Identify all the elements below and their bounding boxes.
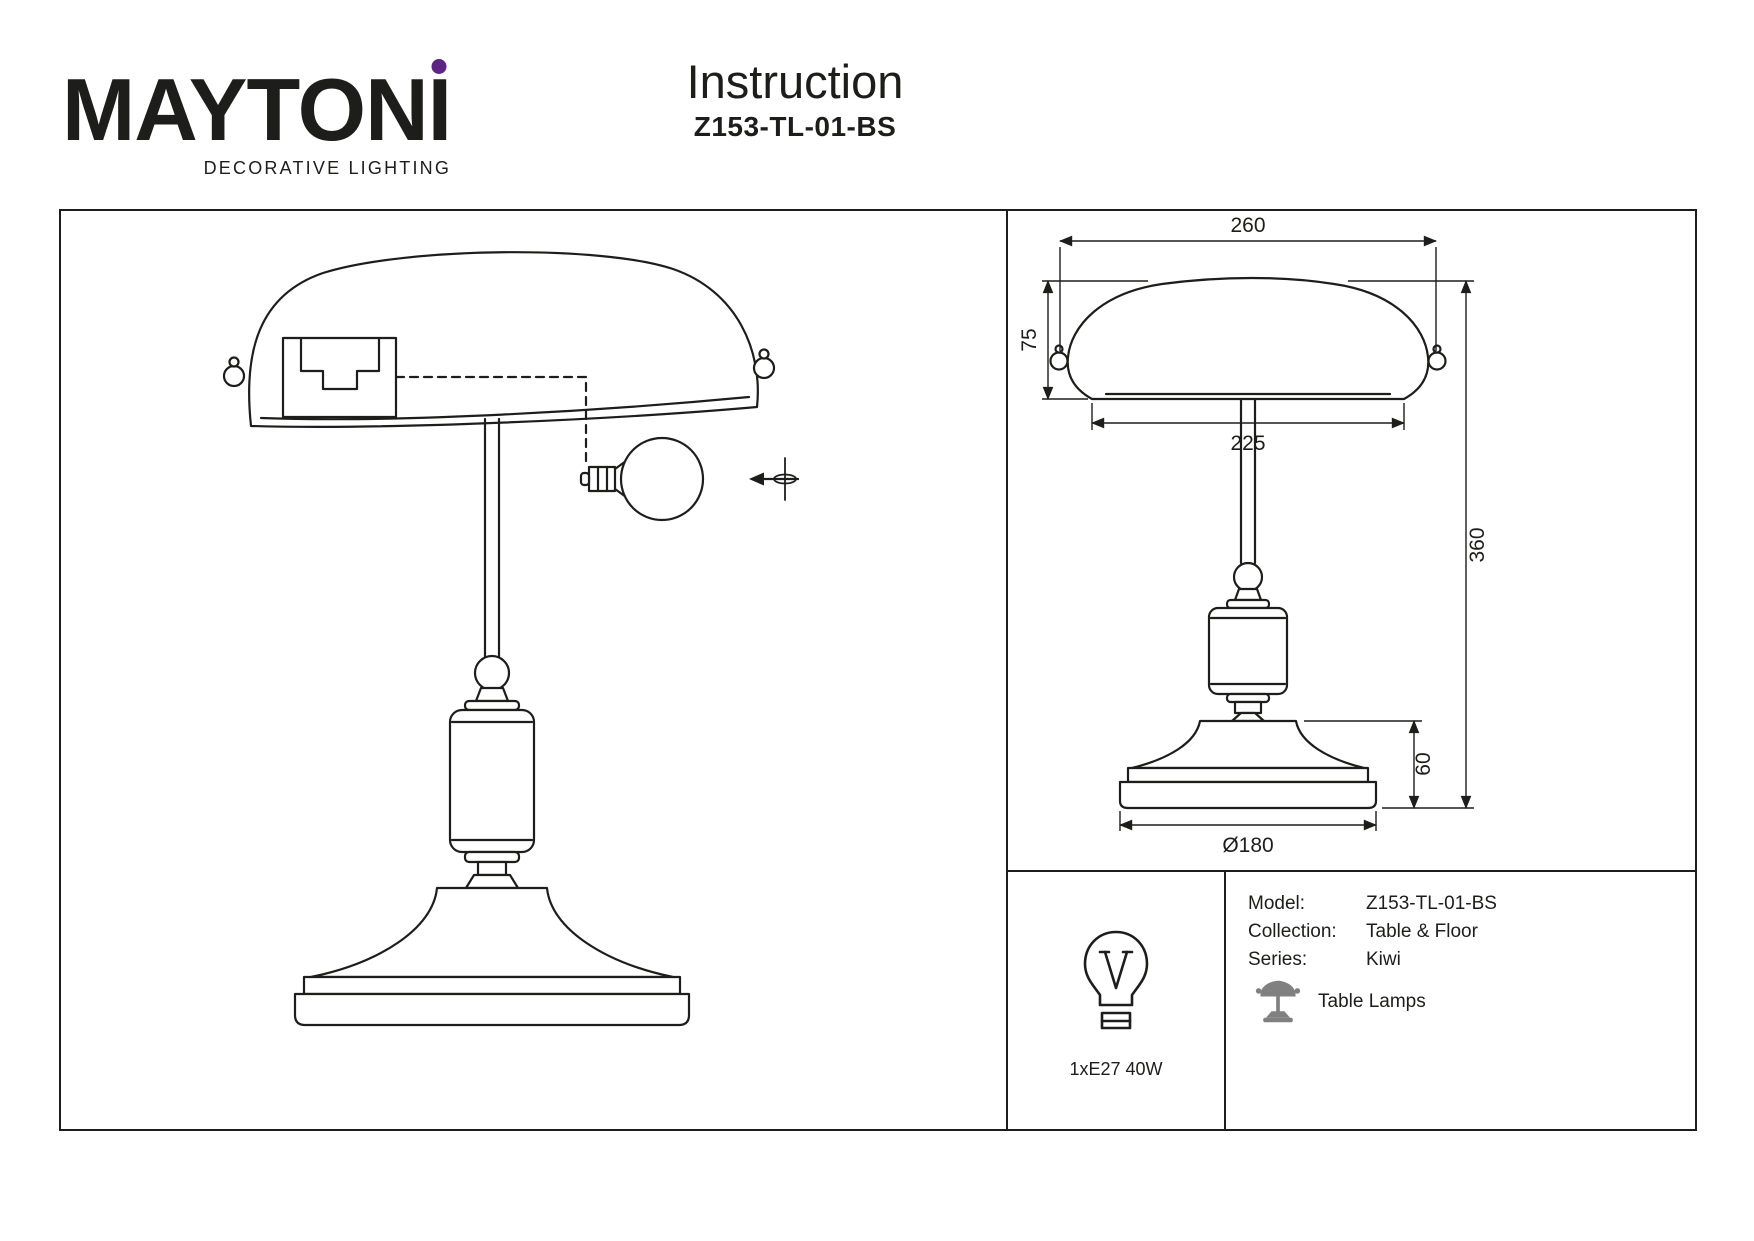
column-cup	[474, 686, 510, 703]
dim-label-75: 75	[1018, 328, 1041, 351]
screw-rotation-icon	[749, 457, 800, 501]
panel-divider	[1006, 211, 1008, 1129]
base-skirt	[309, 886, 675, 979]
bulb-icon	[1083, 930, 1149, 1030]
dim-shade-bottom-width	[1090, 403, 1406, 430]
table-lamp-icon	[1255, 981, 1301, 1023]
wordmark-i-wrap: I	[428, 59, 452, 154]
page-title: Instruction	[686, 55, 904, 108]
info-row-collection: Collection: Table & Floor	[1248, 918, 1695, 946]
shade-inner-rim	[259, 395, 751, 421]
column-top-flange	[1225, 598, 1271, 610]
dim-label-260: 260	[1230, 214, 1265, 237]
series-type-label: Table Lamps	[1318, 991, 1426, 1013]
bulb-spec-cell: 1xE27 40W	[1008, 872, 1226, 1129]
lamp-stem	[483, 417, 501, 660]
brand-tagline: DECORATIVE LIGHTING	[203, 158, 452, 178]
spec-region: 1xE27 40W Model: Z153-TL-01-BS Collection…	[1008, 872, 1695, 1129]
base-skirt	[1130, 719, 1366, 770]
left-finial-icon	[1049, 344, 1069, 371]
light-bulb-drawing	[579, 436, 705, 522]
series-label: Series:	[1248, 949, 1308, 971]
dim-total-height	[1348, 279, 1474, 810]
column-bottom-flange	[463, 850, 521, 864]
wordmark-i: I	[427, 60, 452, 159]
model-value: Z153-TL-01-BS	[1366, 893, 1497, 914]
wordmark-main: MAYTON	[62, 60, 429, 159]
logo-dot-icon	[431, 59, 447, 74]
dim-label-360: 360	[1466, 527, 1489, 562]
model-label: Model:	[1248, 893, 1306, 914]
column-neck	[476, 860, 508, 877]
bulb-spec-text: 1xE27 40W	[1069, 1059, 1163, 1079]
info-row-series: Series: Kiwi	[1248, 946, 1695, 974]
column-body	[448, 708, 536, 854]
bulb-callout	[394, 375, 800, 522]
base-slab	[1118, 780, 1378, 810]
left-finial-icon	[222, 356, 246, 388]
right-finial-icon	[752, 348, 776, 380]
lamp-dimension-drawing: 260 75 225 360 60 Ø180	[1018, 214, 1489, 857]
info-row-model: Model: Z153-TL-01-BS	[1248, 890, 1695, 918]
dim-label-60: 60	[1412, 752, 1435, 775]
dim-shade-top-width	[1058, 235, 1438, 351]
series-type-row: Table Lamps	[1250, 978, 1695, 1026]
socket-bracket-detail	[299, 336, 381, 391]
shade-front-outline	[1066, 276, 1430, 401]
base-plinth	[302, 975, 682, 996]
right-finial-icon	[1427, 344, 1447, 371]
joint-ball	[1232, 561, 1264, 593]
lamp-assembly-drawing	[222, 251, 800, 1027]
dim-label-diameter: Ø180	[1222, 834, 1273, 857]
dim-label-225: 225	[1230, 432, 1265, 455]
product-info-table: Model: Z153-TL-01-BS Collection: Table & F…	[1226, 872, 1695, 1129]
base-plinth	[1126, 766, 1370, 784]
joint-ball	[473, 654, 511, 692]
column-cup	[1233, 587, 1263, 602]
dim-base-height	[1304, 719, 1422, 810]
base-slab	[293, 992, 691, 1027]
column-bottom-flange	[1225, 692, 1271, 704]
collection-value: Table & Floor	[1366, 921, 1478, 943]
collection-label: Collection:	[1248, 921, 1337, 943]
base-flare	[1230, 711, 1266, 723]
column-neck	[1233, 700, 1263, 715]
title-block: Instruction Z153-TL-01-BS	[650, 56, 940, 143]
drawing-frame: 260 75 225 360 60 Ø180	[59, 209, 1697, 1131]
dim-base-diameter	[1118, 811, 1378, 831]
series-value: Kiwi	[1366, 949, 1401, 971]
dim-shade-height	[1042, 279, 1148, 401]
info-divider	[1006, 870, 1695, 872]
model-code: Z153-TL-01-BS	[693, 110, 897, 142]
base-flare	[464, 873, 520, 890]
column-body	[1207, 606, 1289, 696]
column-top-flange	[463, 699, 521, 712]
